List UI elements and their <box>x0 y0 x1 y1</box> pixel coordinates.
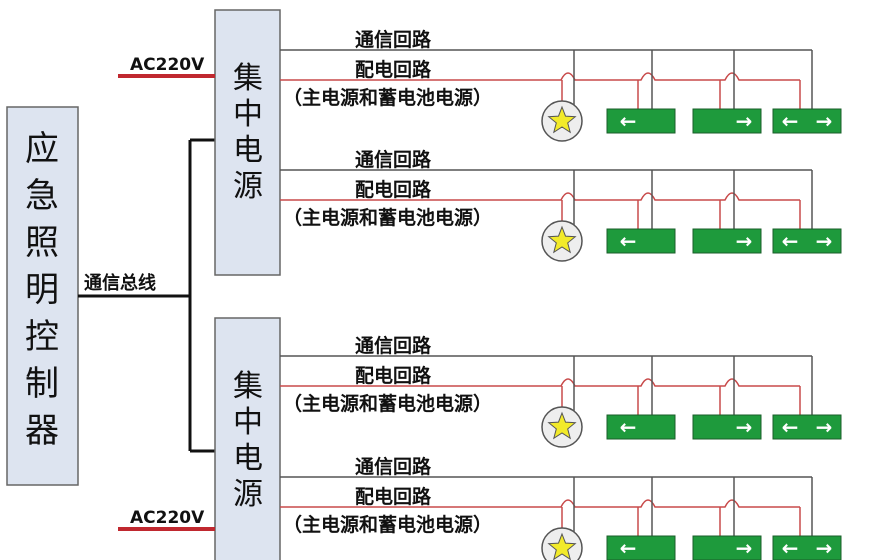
power-circuit-label: 配电回路 <box>355 485 432 508</box>
ac-label: AC220V <box>130 55 205 75</box>
controller-label-char: 应 <box>25 129 59 169</box>
comm-circuit-label: 通信回路 <box>355 334 432 357</box>
comm-circuit-label: 通信回路 <box>355 148 432 171</box>
emergency-lamp-icon <box>541 220 583 262</box>
arrow-left-icon: ← <box>782 109 799 133</box>
arrow-right-icon: → <box>816 229 833 253</box>
power-circuit-label: 配电回路 <box>355 364 432 387</box>
emergency-lamp-icon <box>541 100 583 142</box>
arrow-left-icon: ← <box>782 229 799 253</box>
communication-bus: 通信总线 <box>78 138 215 453</box>
emergency-lamp-icon <box>541 406 583 448</box>
arrow-left-icon: ← <box>620 415 637 439</box>
ac-input-2: AC220V <box>118 508 215 531</box>
exit-sign: ←→ <box>772 108 842 134</box>
supply-label-char: 源 <box>233 169 263 204</box>
emergency-lamp-icon <box>541 527 583 560</box>
arrow-right-icon: → <box>736 109 753 133</box>
exit-sign: → <box>692 414 762 440</box>
power-line <box>280 378 800 387</box>
exit-sign: ← <box>606 228 676 254</box>
supply-label-char: 集 <box>233 369 263 404</box>
arrow-right-icon: → <box>736 415 753 439</box>
power-line <box>280 72 800 81</box>
exit-sign: → <box>692 228 762 254</box>
arrow-left-icon: ← <box>620 536 637 560</box>
supply-label-char: 集 <box>233 61 263 96</box>
power-circuit-label: 配电回路 <box>355 58 432 81</box>
exit-sign: ←→ <box>772 414 842 440</box>
arrow-left-icon: ← <box>620 109 637 133</box>
power-source-note: （主电源和蓄电池电源） <box>283 513 492 536</box>
power-line <box>280 192 800 201</box>
power-source-note: （主电源和蓄电池电源） <box>283 86 492 109</box>
supply-label-char: 源 <box>233 477 263 512</box>
power-source-note: （主电源和蓄电池电源） <box>283 392 492 415</box>
branch-circuits: 通信回路配电回路（主电源和蓄电池电源）←→←→通信回路配电回路（主电源和蓄电池电… <box>280 28 842 560</box>
power-line <box>280 499 800 508</box>
supply-label-char: 中 <box>233 405 263 440</box>
arrow-right-icon: → <box>736 229 753 253</box>
controller-label-char: 明 <box>25 270 59 310</box>
controller-label-char: 照 <box>25 223 59 263</box>
controller-label-char: 制 <box>25 364 59 404</box>
ac-input-1: AC220V <box>118 55 215 78</box>
arrow-left-icon: ← <box>620 229 637 253</box>
exit-sign: ← <box>606 535 676 560</box>
arrow-left-icon: ← <box>782 536 799 560</box>
supply-label-char: 中 <box>233 97 263 132</box>
controller-label-char: 器 <box>25 411 59 451</box>
exit-sign: ←→ <box>772 535 842 560</box>
exit-sign: ← <box>606 108 676 134</box>
exit-sign: ← <box>606 414 676 440</box>
power-source-note: （主电源和蓄电池电源） <box>283 206 492 229</box>
supply-label-char: 电 <box>233 441 263 476</box>
ac-label: AC220V <box>130 508 205 528</box>
comm-circuit-label: 通信回路 <box>355 28 432 51</box>
supply-label-char: 电 <box>233 133 263 168</box>
exit-sign: → <box>692 108 762 134</box>
power-circuit-label: 配电回路 <box>355 178 432 201</box>
arrow-left-icon: ← <box>782 415 799 439</box>
arrow-right-icon: → <box>816 536 833 560</box>
controller-label-char: 急 <box>25 176 59 216</box>
exit-sign: → <box>692 535 762 560</box>
arrow-right-icon: → <box>736 536 753 560</box>
bus-label: 通信总线 <box>84 272 156 294</box>
arrow-right-icon: → <box>816 109 833 133</box>
comm-circuit-label: 通信回路 <box>355 455 432 478</box>
exit-sign: ←→ <box>772 228 842 254</box>
arrow-right-icon: → <box>816 415 833 439</box>
controller-label-char: 控 <box>25 317 59 357</box>
